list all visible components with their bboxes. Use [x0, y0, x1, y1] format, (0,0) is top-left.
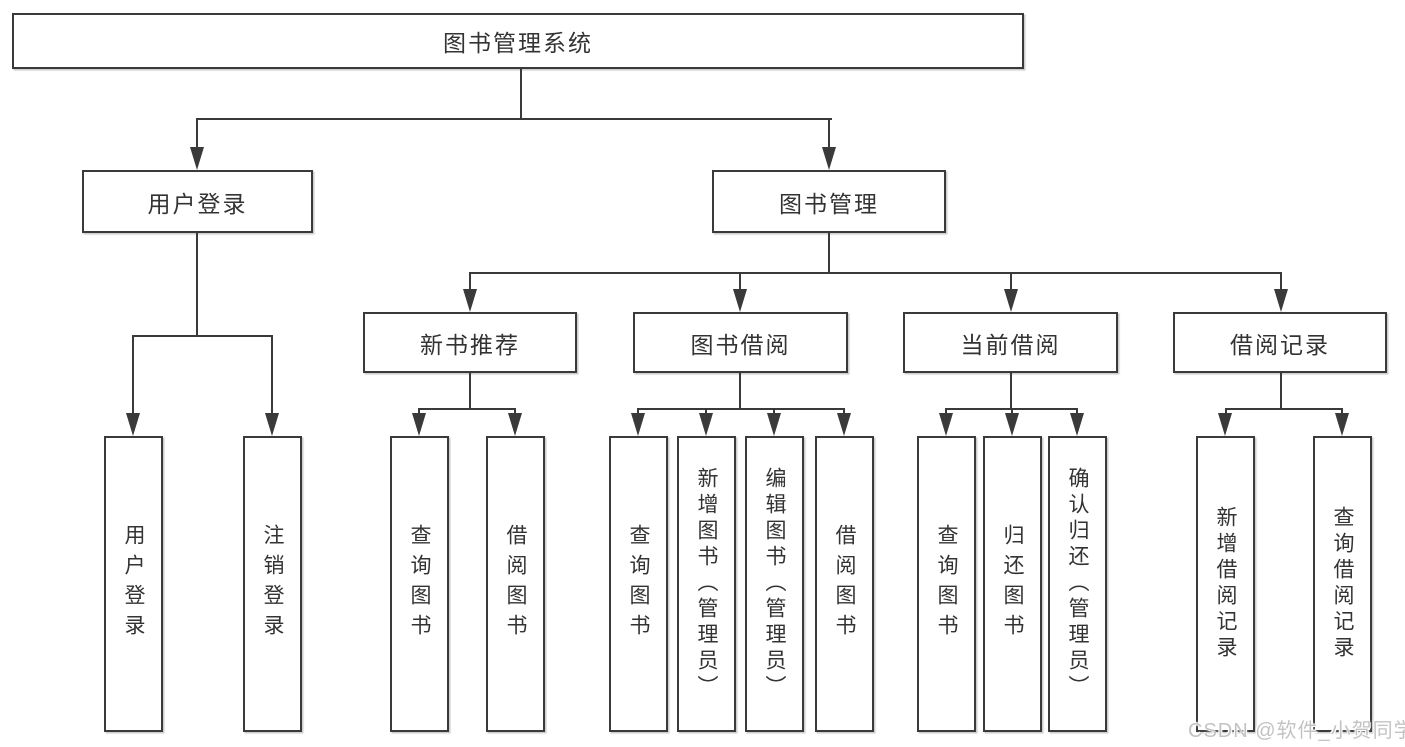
connector-line	[469, 272, 1282, 274]
node-label: 借阅图书	[833, 524, 856, 644]
connector-line	[1225, 408, 1227, 416]
connector-line	[638, 408, 845, 410]
node-new-book-recommendation: 新书推荐	[363, 312, 577, 373]
connector-line	[637, 408, 639, 416]
connector-line	[1280, 272, 1282, 292]
connector-line	[828, 233, 830, 272]
node-label: 查询图书	[627, 524, 650, 644]
leaf-query-borrow-record: 查询借阅记录	[1313, 436, 1372, 732]
arrow-down-icon	[412, 413, 426, 436]
arrow-down-icon	[837, 413, 851, 436]
leaf-query-books: 查询图书	[609, 436, 668, 732]
node-label: 查询图书	[935, 524, 958, 644]
node-label: 编辑图书（管理员）	[763, 467, 786, 701]
arrow-down-icon	[463, 289, 477, 312]
arrow-down-icon	[733, 289, 747, 312]
node-label: 图书管理系统	[443, 30, 593, 56]
arrow-down-icon	[265, 413, 279, 436]
csdn-watermark: CSDN @软件_小贺同学	[1188, 720, 1405, 742]
arrow-down-icon	[822, 147, 836, 170]
arrow-down-icon	[508, 413, 522, 436]
node-book-borrowing: 图书借阅	[633, 312, 848, 373]
connector-line	[469, 373, 471, 408]
connector-line	[196, 118, 832, 120]
leaf-query-books: 查询图书	[917, 436, 976, 732]
node-label: 查询图书	[408, 524, 431, 644]
arrow-down-icon	[1274, 289, 1288, 312]
node-book-management: 图书管理	[712, 170, 946, 233]
leaf-edit-books-admin: 编辑图书（管理员）	[745, 436, 804, 732]
arrow-down-icon	[1218, 413, 1232, 436]
connector-line	[418, 408, 516, 410]
arrow-down-icon	[699, 413, 713, 436]
node-label: 归还图书	[1001, 524, 1024, 644]
connector-line	[196, 233, 198, 335]
leaf-borrow-books: 借阅图书	[486, 436, 545, 732]
connector-line	[1341, 408, 1343, 416]
arrow-down-icon	[1004, 289, 1018, 312]
connector-line	[773, 408, 775, 416]
connector-line	[1010, 272, 1012, 292]
arrow-down-icon	[126, 413, 140, 436]
connector-line	[1011, 408, 1013, 416]
node-user-login: 用户登录	[82, 170, 313, 233]
connector-line	[1010, 373, 1012, 408]
arrow-down-icon	[1070, 413, 1084, 436]
arrow-down-icon	[767, 413, 781, 436]
connector-line	[520, 69, 522, 118]
connector-line	[739, 373, 741, 408]
node-label: 图书借阅	[690, 331, 791, 358]
node-label: 用户登录	[122, 524, 145, 644]
leaf-query-books: 查询图书	[390, 436, 449, 732]
node-label: 图书管理	[779, 190, 879, 217]
connector-line	[828, 118, 830, 150]
node-label: 借阅图书	[504, 524, 527, 644]
leaf-add-borrow-record: 新增借阅记录	[1196, 436, 1255, 732]
node-label: 新书推荐	[420, 331, 520, 358]
connector-line	[132, 335, 273, 337]
node-label: 确认归还（管理员）	[1066, 467, 1089, 701]
leaf-user-login: 用户登录	[104, 436, 163, 732]
connector-line	[132, 335, 134, 415]
leaf-return-books: 归还图书	[983, 436, 1042, 732]
connector-line	[1076, 408, 1078, 416]
leaf-confirm-return-admin: 确认归还（管理员）	[1048, 436, 1107, 732]
connector-line	[1225, 408, 1343, 410]
leaf-logout: 注销登录	[243, 436, 302, 732]
node-label: 用户登录	[147, 190, 248, 217]
leaf-add-books-admin: 新增图书（管理员）	[677, 436, 736, 732]
arrow-down-icon	[190, 147, 204, 170]
node-current-borrowing: 当前借阅	[903, 312, 1118, 373]
connector-line	[739, 272, 741, 292]
connector-line	[945, 408, 947, 416]
arrow-down-icon	[939, 413, 953, 436]
arrow-down-icon	[631, 413, 645, 436]
node-borrowing-records: 借阅记录	[1173, 312, 1387, 373]
connector-line	[469, 272, 471, 292]
node-label: 查询借阅记录	[1331, 506, 1354, 662]
connector-line	[196, 118, 198, 150]
arrow-down-icon	[1005, 413, 1019, 436]
node-library-management-system: 图书管理系统	[12, 13, 1024, 69]
connector-line	[271, 335, 273, 415]
node-label: 当前借阅	[960, 331, 1061, 358]
node-label: 新增借阅记录	[1214, 506, 1237, 662]
arrow-down-icon	[1335, 413, 1349, 436]
connector-line	[705, 408, 707, 416]
connector-line	[418, 408, 420, 416]
connector-line	[843, 408, 845, 416]
connector-line	[1280, 373, 1282, 408]
node-label: 新增图书（管理员）	[695, 467, 718, 701]
connector-line	[514, 408, 516, 416]
leaf-borrow-books: 借阅图书	[815, 436, 874, 732]
node-label: 借阅记录	[1230, 331, 1330, 358]
node-label: 注销登录	[261, 524, 284, 644]
